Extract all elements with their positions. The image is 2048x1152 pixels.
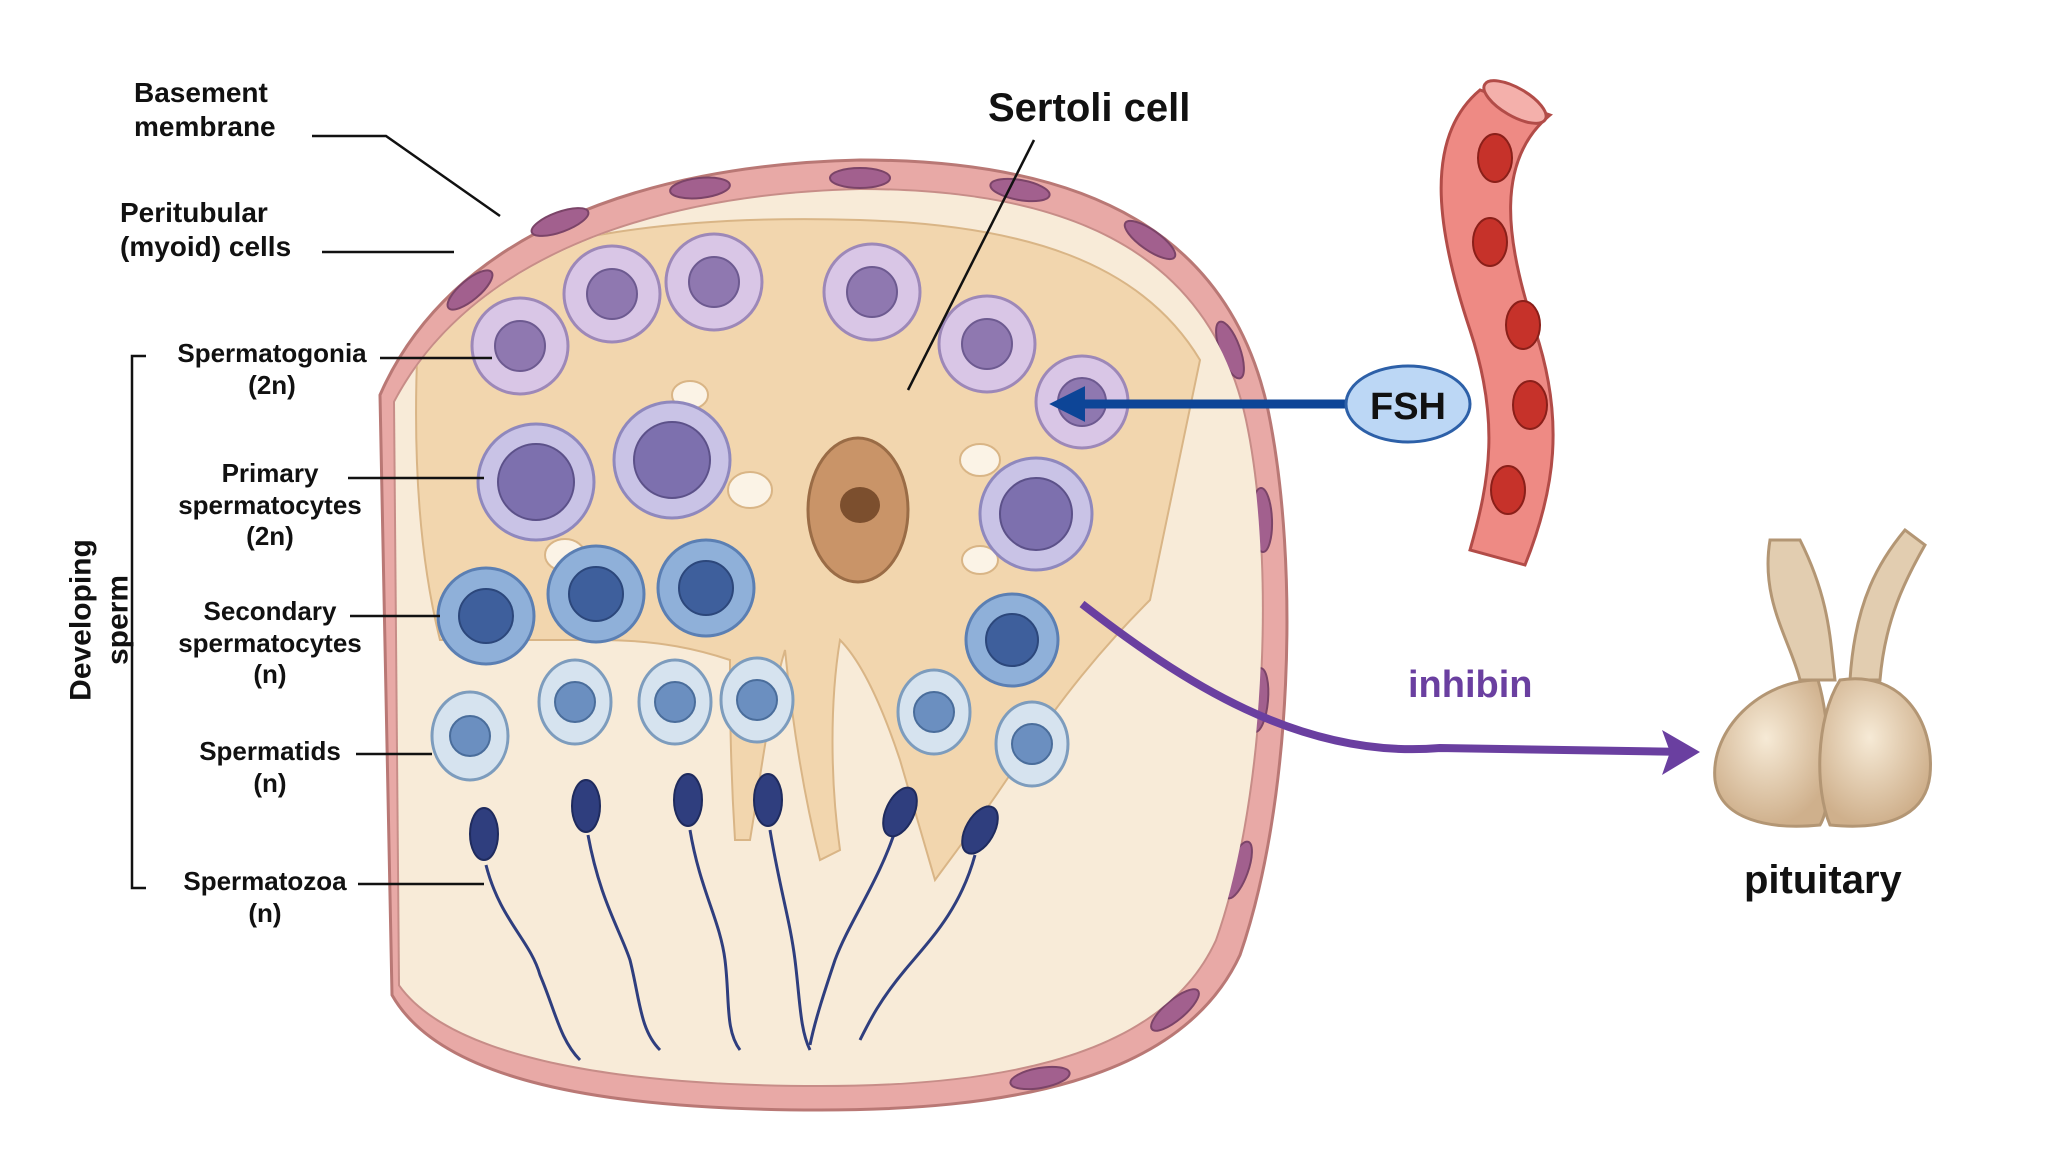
inhibin-arrow [1079, 600, 1691, 756]
spermatid-cells [430, 656, 1070, 788]
leader-lines [130, 134, 1036, 890]
primary-spermatocyte-cells [476, 400, 1094, 572]
red-blood-cells [1472, 133, 1548, 515]
sertoli-nucleolus [840, 487, 880, 523]
secondary-spermatocyte-cells [436, 538, 1060, 688]
peritubular-label: Peritubular (myoid) cells [120, 197, 292, 263]
fsh-bubble [1344, 364, 1472, 444]
inhibin-label: inhibin [1408, 664, 1533, 706]
fsh-label: FSH [1370, 386, 1446, 428]
pituitary-gland [1713, 527, 1932, 828]
sertoli-cell-label: Sertoli cell [988, 86, 1191, 130]
spermatogonia-cells [470, 232, 1130, 450]
blood-vessel [1439, 88, 1555, 567]
spermatozoa-label: Spermatozoa (n) [183, 866, 347, 928]
primary-spermatocytes-label: Primary spermatocytes (2n) [178, 458, 362, 552]
basement-membrane-label: Basement membrane [134, 77, 276, 143]
pituitary-label: pituitary [1744, 858, 1902, 902]
spermatozoa [484, 824, 977, 1062]
developing-sperm-label: Developing sperm [64, 539, 134, 701]
spermatids-label: Spermatids (n) [199, 736, 341, 798]
spermatogonia-label: Spermatogonia (2n) [177, 338, 367, 400]
sperm-heads [469, 773, 999, 861]
secondary-spermatocytes-label: Secondary spermatocytes (n) [178, 596, 362, 690]
